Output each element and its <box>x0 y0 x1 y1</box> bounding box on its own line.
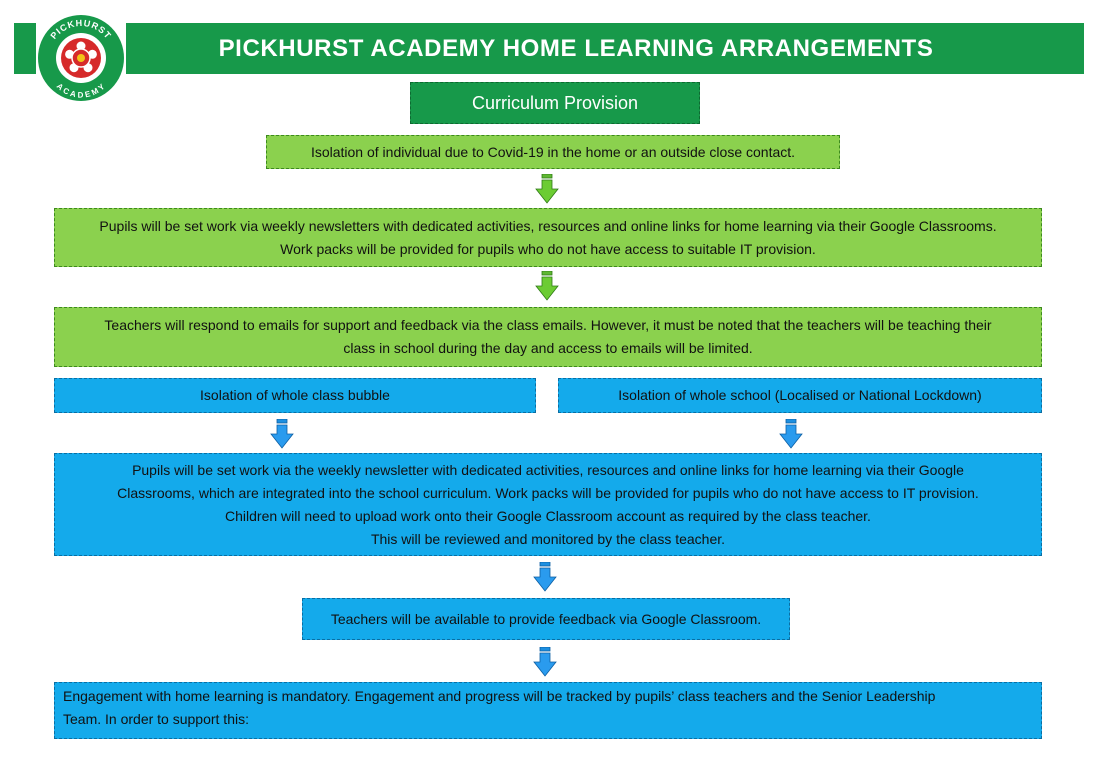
group-work-line: Classrooms, which are integrated into th… <box>117 484 979 501</box>
teacher-response-box: Teachers will respond to emails for supp… <box>54 307 1042 367</box>
down-arrow-icon <box>535 174 559 204</box>
engagement-box: Engagement with home learning is mandato… <box>54 682 1042 739</box>
feedback-box: Teachers will be available to provide fe… <box>302 598 790 640</box>
engagement-line: Team. In order to support this: <box>63 711 249 727</box>
down-arrow-icon <box>270 419 294 449</box>
page-title: PICKHURST ACADEMY HOME LEARNING ARRANGEM… <box>218 34 934 62</box>
group-work-line: This will be reviewed and monitored by t… <box>370 530 726 547</box>
whole-school-box: Isolation of whole school (Localised or … <box>558 378 1042 413</box>
group-work-box: Pupils will be set work via the weekly n… <box>54 453 1042 556</box>
school-crest-icon: PICKHURST ACADEMY <box>38 15 124 101</box>
class-bubble-box: Isolation of whole class bubble <box>54 378 536 413</box>
individual-work-line: Pupils will be set work via weekly newsl… <box>99 217 997 234</box>
individual-work-box: Pupils will be set work via weekly newsl… <box>54 208 1042 267</box>
individual-isolation-box: Isolation of individual due to Covid-19 … <box>266 135 840 169</box>
header-bar <box>14 23 1084 74</box>
engagement-line: Engagement with home learning is mandato… <box>63 688 936 704</box>
group-work-line: Pupils will be set work via the weekly n… <box>132 461 964 478</box>
down-arrow-icon <box>533 647 557 677</box>
group-work-line: Children will need to upload work onto t… <box>225 507 871 524</box>
down-arrow-icon <box>779 419 803 449</box>
curriculum-provision-title: Curriculum Provision <box>410 82 700 124</box>
individual-work-line: Work packs will be provided for pupils w… <box>280 240 816 257</box>
down-arrow-icon <box>533 562 557 592</box>
teacher-response-line: Teachers will respond to emails for supp… <box>104 317 992 333</box>
teacher-response-line: class in school during the day and acces… <box>343 340 753 356</box>
down-arrow-icon <box>535 271 559 301</box>
